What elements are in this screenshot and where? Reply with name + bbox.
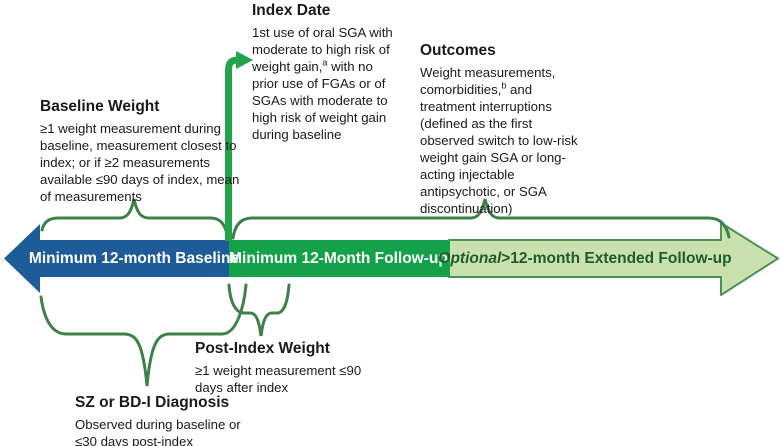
- baseline-arrowhead: [4, 224, 40, 293]
- index-date-body: 1st use of oral SGA with moderate to hig…: [252, 24, 402, 143]
- baseline-segment-label: Minimum 12-month Baseline: [29, 240, 239, 277]
- post-index-weight-body: ≥1 weight measurement ≤90 days after ind…: [195, 362, 362, 395]
- brace-baseline-weight: [40, 198, 229, 236]
- annotation-index-date: Index Date 1st use of oral SGA with mode…: [252, 2, 402, 143]
- sz-bdi-diagnosis-body: Observed during baseline or ≤30 days pos…: [75, 416, 241, 446]
- post-index-weight-title: Post-Index Weight: [195, 340, 330, 357]
- baseline-segment: [40, 240, 229, 277]
- annotation-baseline-weight: Baseline Weight ≥1 weight measurement du…: [40, 98, 242, 205]
- followup-segment-text: Minimum 12-Month Follow-up: [229, 249, 448, 267]
- timeline-arrow: [4, 222, 779, 296]
- followup-segment-label: Minimum 12-Month Follow-up: [228, 240, 449, 277]
- brace-sz-diagnosis: [39, 283, 248, 387]
- index-date-body-2: with no prior use of FGAs or of SGAs wit…: [252, 58, 388, 142]
- footnote-a: a: [322, 57, 328, 68]
- annotation-post-index-weight: Post-Index Weight ≥1 weight measurement …: [195, 340, 365, 396]
- baseline-weight-body: ≥1 weight measurement during baseline, m…: [40, 120, 240, 204]
- annotation-sz-bdi-diagnosis: SZ or BD-I Diagnosis Observed during bas…: [75, 394, 255, 446]
- sz-bdi-diagnosis-title: SZ or BD-I Diagnosis: [75, 394, 230, 411]
- index-date-arrow: [225, 51, 253, 241]
- index-date-title: Index Date: [252, 2, 331, 19]
- annotation-braces: [39, 198, 731, 387]
- extended-followup-text: >12-month Extended Follow-up: [501, 249, 732, 267]
- baseline-weight-title: Baseline Weight: [40, 98, 160, 115]
- annotation-outcomes: Outcomes Weight measurements, comorbidit…: [420, 42, 584, 217]
- baseline-segment-text: Minimum 12-month Baseline: [28, 249, 240, 267]
- extended-followup-segment-label: Optional >12-month Extended Follow-up: [438, 240, 731, 277]
- followup-segment: [228, 240, 450, 277]
- footnote-b: b: [501, 80, 507, 91]
- index-date-arrowhead: [236, 51, 253, 69]
- extended-optional-text: Optional: [438, 249, 502, 267]
- outcomes-body: Weight measurements, comorbidities,b and…: [420, 64, 584, 217]
- brace-post-index-weight: [227, 283, 291, 337]
- outcomes-title: Outcomes: [420, 42, 496, 59]
- extended-followup-segment: [448, 222, 779, 296]
- index-date-body-1: 1st use of oral SGA with moderate to hig…: [252, 24, 393, 74]
- outcomes-body-1: Weight measurements, comorbidities,: [420, 64, 556, 97]
- outcomes-body-2: and treatment interruptions (defined as …: [420, 81, 578, 216]
- brace-outcomes: [231, 198, 731, 240]
